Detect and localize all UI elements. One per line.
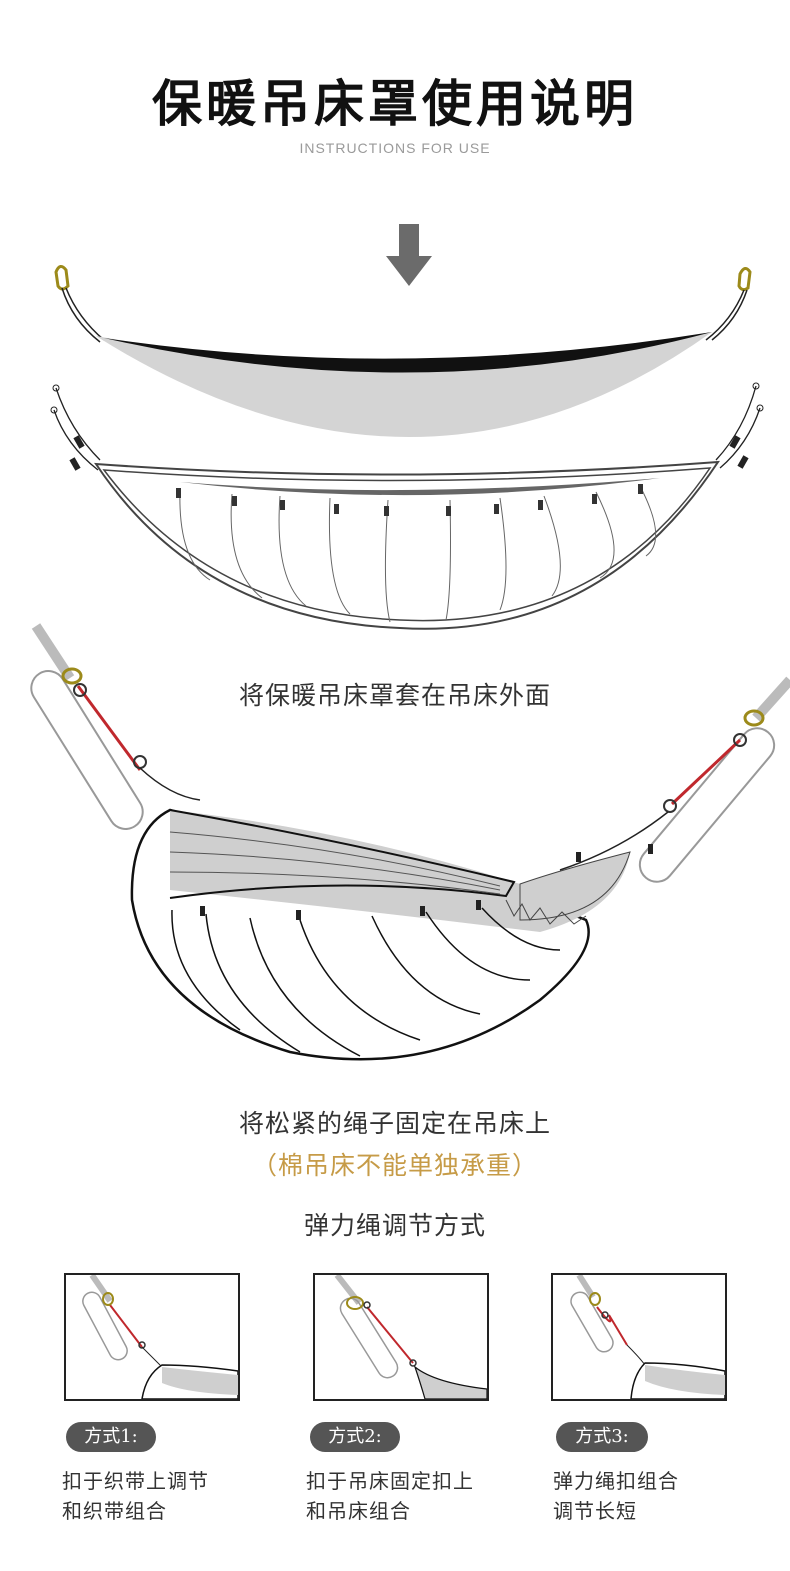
down-arrow-icon (386, 224, 432, 286)
method3-badge: 方式3: (556, 1422, 648, 1452)
method1-panel (64, 1273, 240, 1401)
page-subtitle: INSTRUCTIONS FOR USE (299, 140, 491, 156)
method2-badge: 方式2: (310, 1422, 400, 1452)
method2-description: 扣于吊床固定扣上 和吊床组合 (306, 1466, 474, 1526)
carabiner-icon (589, 1292, 601, 1306)
page-title: 保暖吊床罩使用说明 (152, 75, 638, 133)
method3-description: 弹力绳扣组合 调节长短 (553, 1466, 679, 1526)
step2-caption: 将松紧的绳子固定在吊床上 (238, 1109, 551, 1138)
assembled-hammock-illustration (30, 623, 790, 1061)
method3-panel (551, 1273, 727, 1401)
adjust-section-title: 弹力绳调节方式 (303, 1211, 486, 1240)
method2-line1: 扣于吊床固定扣上 (306, 1469, 474, 1493)
method1-badge: 方式1: (66, 1422, 156, 1452)
method1-line2: 和织带组合 (62, 1499, 167, 1523)
method1-line1: 扣于织带上调节 (62, 1469, 209, 1493)
method1-description: 扣于织带上调节 和织带组合 (62, 1466, 209, 1526)
method2-panel (313, 1273, 489, 1401)
carabiner-icon (102, 1292, 114, 1306)
step1-caption: 将保暖吊床罩套在吊床外面 (238, 681, 551, 710)
method3-line1: 弹力绳扣组合 (553, 1469, 679, 1493)
method2-line2: 和吊床组合 (306, 1499, 411, 1523)
carabiner-icon (61, 667, 765, 727)
carabiner-icon (54, 265, 752, 292)
carabiner-icon (346, 1296, 364, 1310)
step2-note: （棉吊床不能单独承重） (251, 1151, 538, 1180)
method3-line2: 调节长短 (553, 1499, 637, 1523)
exploded-view-illustration (50, 265, 764, 630)
